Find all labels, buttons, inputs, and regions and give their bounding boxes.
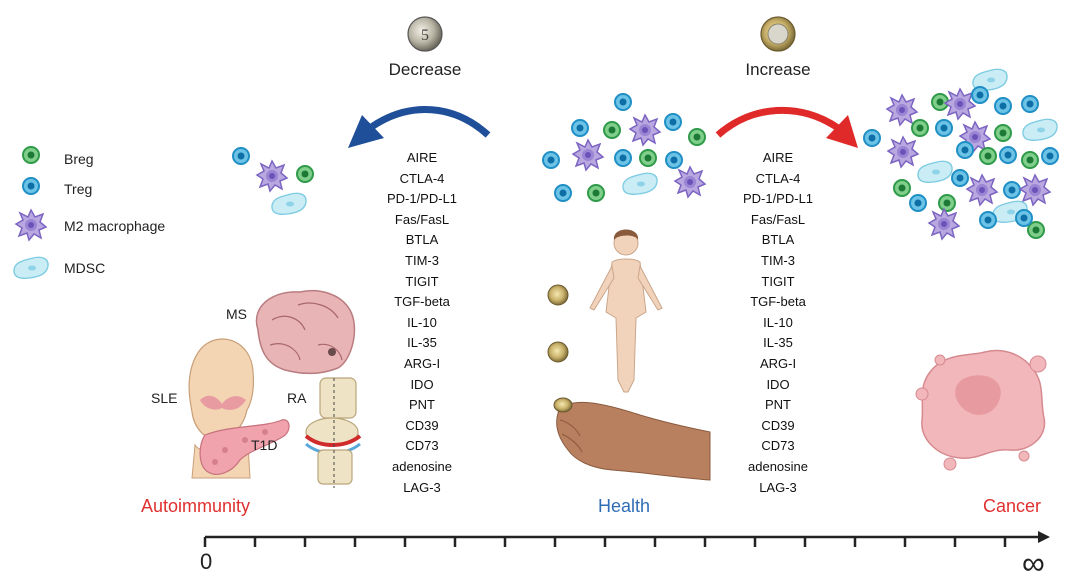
tumor-illustration bbox=[915, 349, 1047, 471]
molecule-item: AIRE bbox=[762, 150, 794, 165]
molecule-item: Fas/FasL bbox=[394, 211, 450, 227]
legend-label-mdsc: MDSC bbox=[64, 260, 106, 276]
legend-label-treg: Treg bbox=[64, 181, 93, 197]
axis-start-label: 0 bbox=[200, 549, 213, 574]
molecule-item: IDO bbox=[410, 376, 434, 392]
molecule-item: CTLA-4 bbox=[755, 170, 801, 186]
molecule-item: ARG-I bbox=[403, 355, 441, 371]
molecule-item: IL-35 bbox=[763, 335, 793, 351]
floating-coin-icon bbox=[547, 284, 569, 363]
increase-heading: Increase bbox=[745, 60, 811, 79]
brain-illustration bbox=[255, 289, 356, 375]
molecule-item: CD39 bbox=[761, 417, 795, 433]
molecule-item: ARG-I bbox=[759, 355, 797, 371]
legend-label-breg: Breg bbox=[64, 151, 94, 167]
molecule-item: IDO bbox=[766, 376, 790, 392]
legend-m2-macrophage-icon bbox=[15, 209, 47, 241]
increased-cell-cluster bbox=[863, 68, 1059, 240]
molecule-item: BTLA bbox=[405, 232, 439, 248]
molecule-item: TIM-3 bbox=[761, 252, 795, 268]
knee-joint-illustration bbox=[304, 377, 362, 488]
molecule-item: IL-35 bbox=[407, 335, 437, 351]
molecule-item: adenosine bbox=[392, 458, 452, 474]
molecule-item: PNT bbox=[409, 397, 435, 413]
coin-5-icon: 5 bbox=[407, 16, 443, 52]
molecule-item: TIGIT bbox=[405, 273, 439, 289]
molecule-item: CD39 bbox=[405, 417, 439, 433]
disease-label-ms: MS bbox=[226, 306, 247, 322]
molecule-item: PD-1/PD-L1 bbox=[386, 191, 458, 207]
molecule-item: LAG-3 bbox=[403, 479, 441, 495]
category-autoimmunity: Autoimmunity bbox=[141, 496, 251, 516]
axis bbox=[203, 531, 1050, 547]
molecule-item: Fas/FasL bbox=[750, 211, 806, 227]
legend-treg-icon bbox=[22, 177, 40, 195]
molecule-item: TIGIT bbox=[761, 273, 795, 289]
pancreas-illustration bbox=[199, 419, 290, 475]
molecule-item: TGF-beta bbox=[394, 294, 450, 310]
decrease-arrow bbox=[348, 106, 491, 148]
molecule-item: CD73 bbox=[761, 438, 795, 454]
legend-label-m2-macrophage: M2 macrophage bbox=[64, 218, 166, 234]
legend-breg-icon bbox=[22, 146, 40, 164]
hand-illustration bbox=[553, 397, 711, 481]
molecule-item: TIM-3 bbox=[405, 252, 439, 268]
molecule-item: CD73 bbox=[405, 438, 439, 454]
legend-mdsc-icon bbox=[13, 256, 49, 279]
coin-gold-icon bbox=[760, 16, 796, 52]
decreased-cell-cluster bbox=[232, 147, 314, 215]
molecule-item: TGF-beta bbox=[750, 294, 806, 310]
molecule-list-left: AIRE CTLA-4 PD-1/PD-L1 Fas/FasL BTLA TIM… bbox=[362, 148, 482, 498]
disease-label-sle: SLE bbox=[151, 390, 178, 406]
decrease-heading: Decrease bbox=[388, 60, 462, 79]
human-figure bbox=[589, 229, 663, 393]
molecule-item: CTLA-4 bbox=[399, 170, 445, 186]
category-cancer: Cancer bbox=[983, 496, 1042, 516]
molecule-item: BTLA bbox=[761, 232, 795, 248]
molecule-item: IL-10 bbox=[407, 314, 437, 330]
molecule-item: PD-1/PD-L1 bbox=[742, 191, 814, 207]
molecule-item: AIRE bbox=[406, 150, 438, 165]
disease-label-t1d: T1D bbox=[251, 437, 278, 453]
axis-end-label: ∞ bbox=[1022, 545, 1045, 581]
molecule-list-right: AIRE CTLA-4 PD-1/PD-L1 Fas/FasL BTLA TIM… bbox=[718, 148, 838, 498]
svg-text:5: 5 bbox=[421, 27, 429, 44]
molecule-item: PNT bbox=[765, 397, 791, 413]
increase-arrow bbox=[715, 106, 858, 148]
health-cell-cluster bbox=[542, 93, 706, 202]
category-health: Health bbox=[598, 496, 651, 516]
disease-label-ra: RA bbox=[287, 390, 307, 406]
molecule-item: IL-10 bbox=[763, 314, 793, 330]
molecule-item: adenosine bbox=[748, 458, 808, 474]
molecule-item: LAG-3 bbox=[759, 479, 797, 495]
